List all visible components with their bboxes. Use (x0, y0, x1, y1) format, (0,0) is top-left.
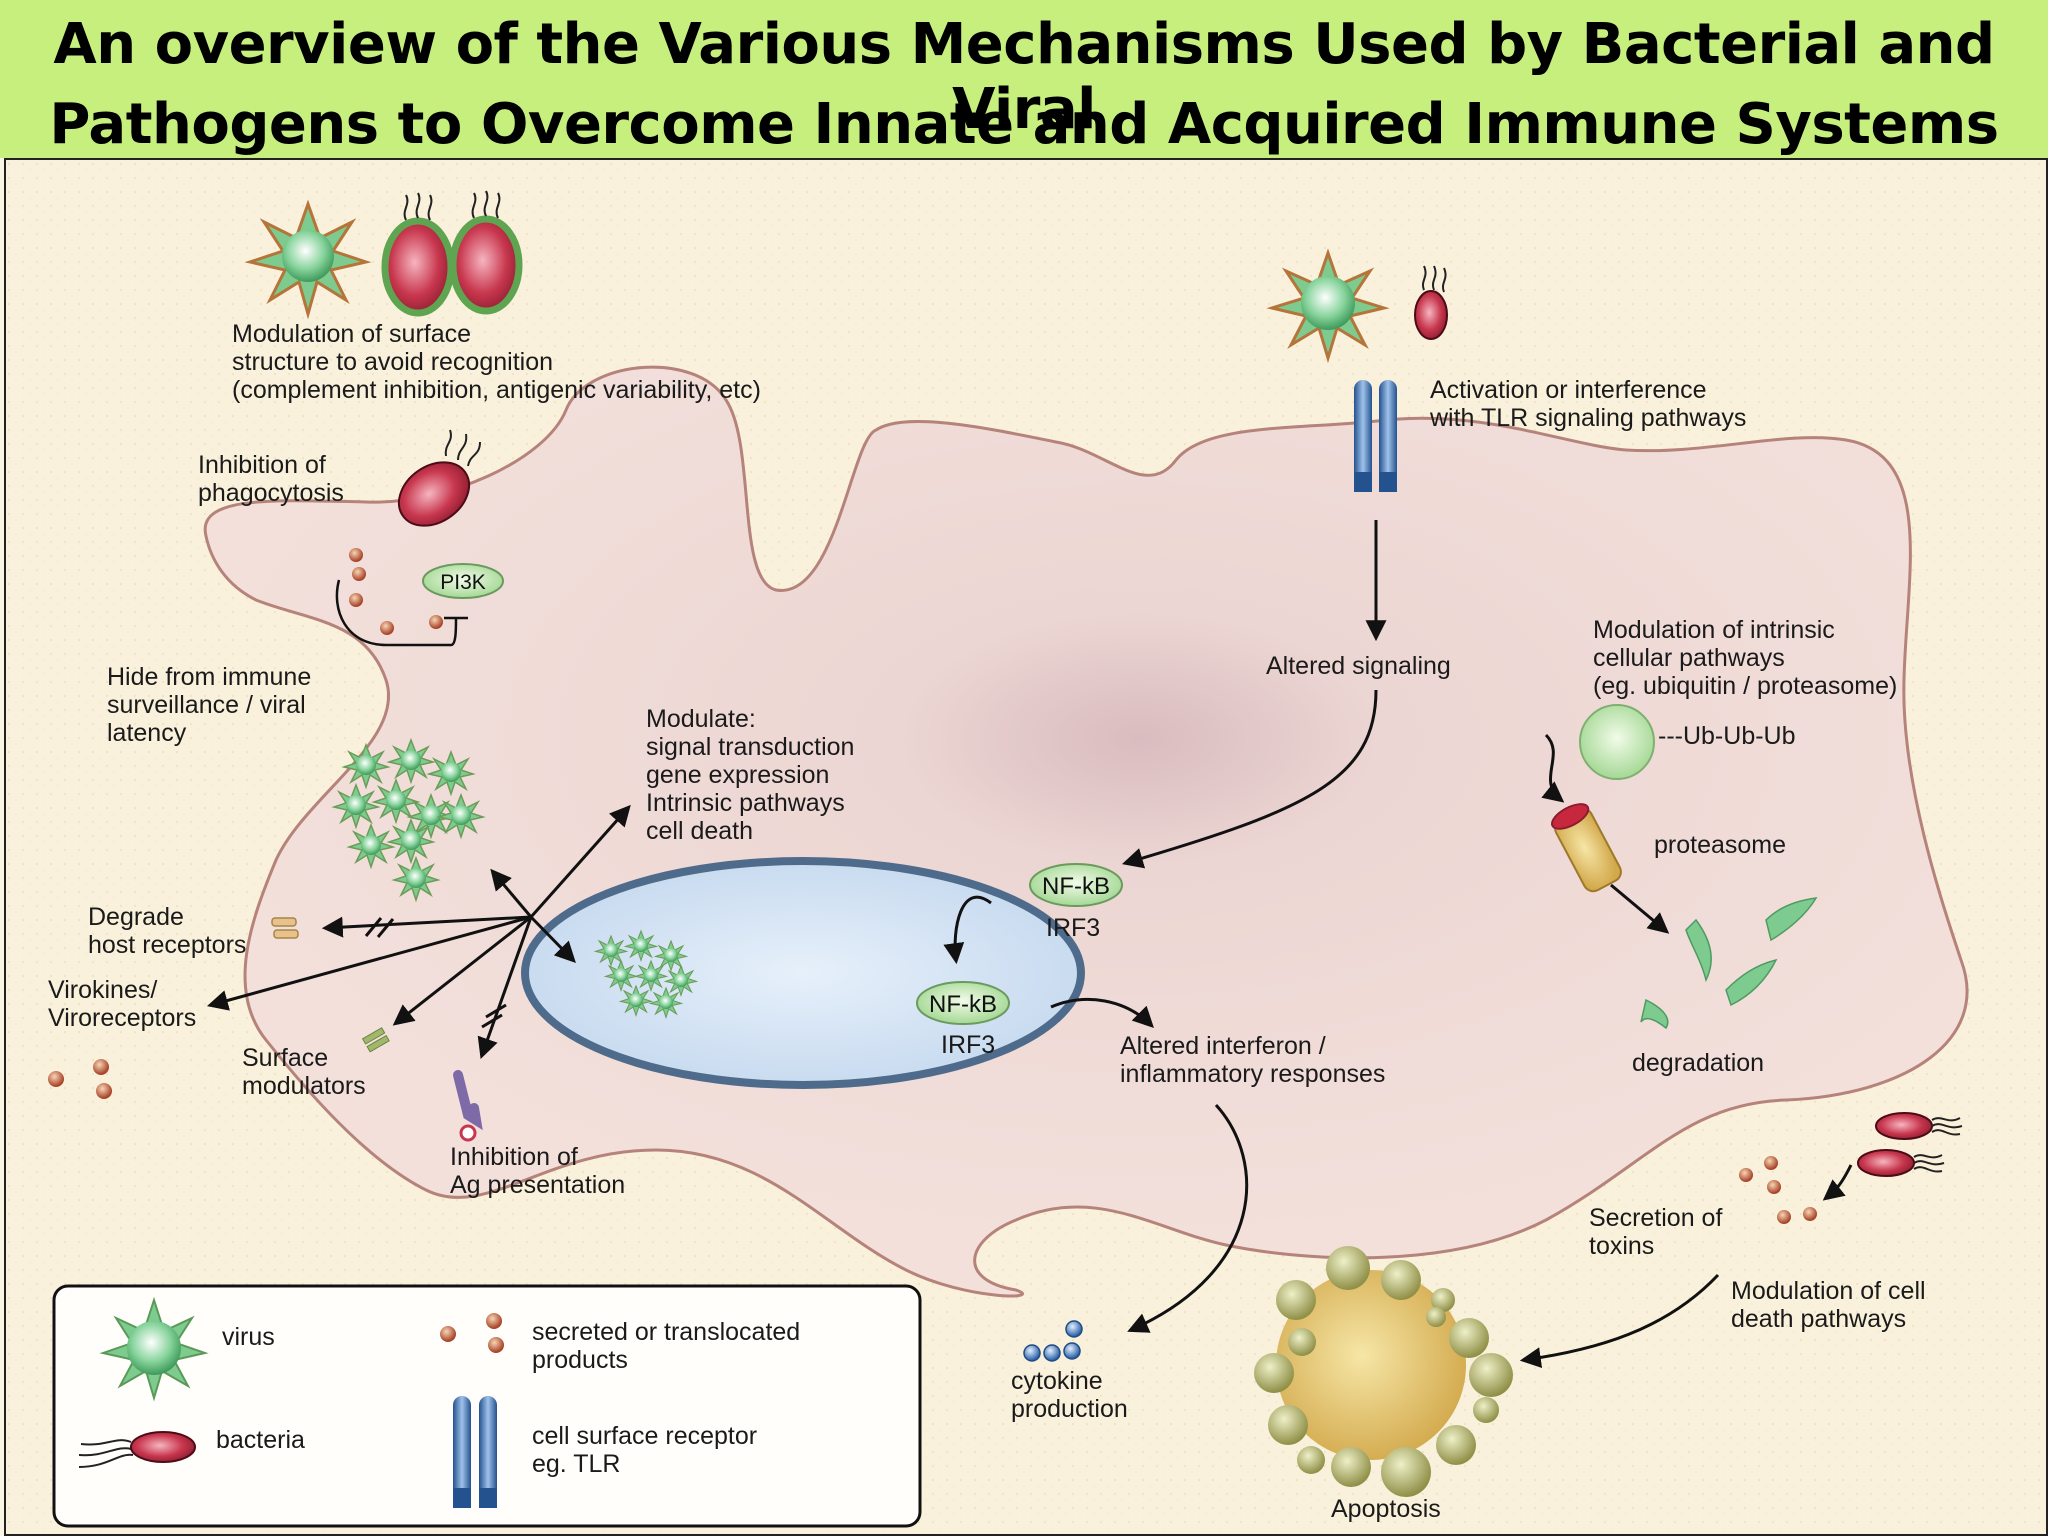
degradation-fragments-icon (1640, 897, 1818, 1030)
cell-death-label-2: death pathways (1731, 1305, 1906, 1333)
modulate-label-2: signal transduction (646, 733, 854, 761)
legend-virus-label: virus (222, 1323, 275, 1351)
interferon-label-1: Altered interferon / (1120, 1032, 1326, 1060)
phagocytosis-label-1: Inhibition of (198, 451, 326, 479)
modulate-label-1: Modulate: (646, 705, 756, 733)
toxin-arrow (1822, 1164, 1853, 1201)
nfkb-top-label: NF-kB (1042, 873, 1110, 900)
degradation-label: degradation (1632, 1049, 1764, 1077)
title-line-2: Pathogens to Overcome Innate and Acquire… (49, 92, 1999, 157)
apoptotic-cell-icon (1254, 1246, 1513, 1497)
proteasome-icon (1551, 803, 1622, 893)
virokine-products-icon (48, 1059, 112, 1099)
tlr-receptor-icon (1354, 380, 1397, 492)
proteasome-label: proteasome (1654, 831, 1786, 859)
pi3k-label: PI3K (440, 571, 486, 594)
phagocytosis-label-2: phagocytosis (198, 479, 344, 507)
legend-products-icon (440, 1313, 504, 1353)
irf3-nucleus-label: IRF3 (941, 1031, 995, 1059)
surface-modulation-label-3: (complement inhibition, antigenic variab… (232, 376, 761, 404)
diagram-panel: Modulation of surface structure to avoid… (4, 158, 2048, 1536)
legend-secreted-label-1: secreted or translocated (532, 1318, 800, 1346)
surface-virus-icon (244, 199, 372, 320)
legend-virus-icon (99, 1296, 209, 1402)
modulate-label-4: Intrinsic pathways (646, 789, 845, 817)
nfkb-cytoplasmic-node (1029, 863, 1123, 907)
apoptosis-arrow (1519, 1273, 1720, 1369)
ubiquitin-arrow (1541, 733, 1565, 803)
legend-receptor-label-1: cell surface receptor (532, 1422, 757, 1450)
virokines-label-1: Virokines/ (48, 976, 157, 1004)
mechanism-diagram: Modulation of surface structure to avoid… (6, 160, 2046, 1534)
mhc-molecule-icon (453, 1070, 483, 1142)
tlr-bacteria-icon (1414, 265, 1448, 340)
toxins-label-1: Secretion of (1589, 1204, 1722, 1232)
modulate-label-5: cell death (646, 817, 753, 845)
degrade-label-1: Degrade (88, 903, 184, 931)
virokines-label-2: Viroreceptors (48, 1004, 196, 1032)
mechanism-arrows (206, 804, 631, 1059)
nfkb-nucleus-label: NF-kB (929, 991, 997, 1018)
legend-receptor-label-2: eg. TLR (532, 1450, 620, 1478)
legend-receptor-icon (453, 1396, 497, 1508)
tlr-virus-icon (1266, 248, 1390, 364)
cytokine-arrow (1127, 1103, 1249, 1333)
legend-bacteria-label: bacteria (216, 1426, 305, 1454)
tlr-label-1: Activation or interference (1430, 376, 1707, 404)
surface-modulation-label-2: structure to avoid recognition (232, 348, 553, 376)
intrinsic-label-2: cellular pathways (1593, 644, 1785, 672)
toxin-products-icon (1739, 1156, 1817, 1224)
title-banner: An overview of the Various Mechanisms Us… (0, 0, 2048, 158)
phagocytosis-bacteria-icon (397, 429, 481, 527)
surface-modulator-icon (361, 1027, 390, 1053)
interferon-label-2: inflammatory responses (1120, 1060, 1385, 1088)
hide-label-3: latency (107, 719, 187, 747)
substrate-protein-icon (1579, 704, 1655, 780)
pi3k-node (422, 563, 504, 599)
proteasome-arrow (1610, 883, 1670, 934)
surface-modulators-label-2: modulators (242, 1072, 366, 1100)
cytokine-label-1: cytokine (1011, 1367, 1103, 1395)
tlr-label-2: with TLR signaling pathways (1429, 404, 1746, 432)
signaling-to-nfkb-arrow (1121, 689, 1378, 869)
cytokine-label-2: production (1011, 1395, 1128, 1423)
legend-bacteria-icon (78, 1431, 196, 1468)
apoptosis-label: Apoptosis (1331, 1495, 1441, 1523)
nuclear-translocation-arrow (943, 895, 992, 965)
altered-signaling-label: Altered signaling (1266, 652, 1451, 680)
hide-label-2: surveillance / viral (107, 691, 306, 719)
hide-label-1: Hide from immune (107, 663, 311, 691)
intrinsic-label-1: Modulation of intrinsic (1593, 616, 1835, 644)
modulate-label-3: gene expression (646, 761, 829, 789)
irf3-top-label: IRF3 (1046, 914, 1100, 942)
toxins-label-2: toxins (1589, 1232, 1654, 1260)
surface-modulation-label-1: Modulation of surface (232, 320, 471, 348)
interferon-arrow (1050, 997, 1154, 1028)
degraded-receptor-icon (271, 917, 299, 939)
ubiquitin-label: ---Ub-Ub-Ub (1658, 722, 1796, 750)
phagocytosis-products-icon (349, 548, 443, 635)
title-line-1: An overview of the Various Mechanisms Us… (53, 12, 1995, 142)
surface-bacteria-icon-2 (449, 190, 523, 315)
toxin-bacteria-icon-1 (1875, 1112, 1963, 1140)
surface-modulators-label-1: Surface (242, 1044, 328, 1072)
toxin-bacteria-icon-2 (1857, 1149, 1945, 1177)
nuclear-virus-cluster (593, 929, 699, 1020)
intrinsic-label-3: (eg. ubiquitin / proteasome) (1593, 672, 1897, 700)
latent-virus-cluster (331, 737, 486, 903)
ag-presentation-label-1: Inhibition of (450, 1143, 578, 1171)
pi3k-inhibition-line (335, 579, 468, 647)
legend-secreted-label-2: products (532, 1346, 628, 1374)
cell-death-label-1: Modulation of cell (1731, 1277, 1926, 1305)
nfkb-nuclear-node (916, 981, 1010, 1025)
cytokine-icon (1023, 1320, 1083, 1362)
degrade-label-2: host receptors (88, 931, 246, 959)
ag-presentation-label-2: Ag presentation (450, 1171, 625, 1199)
nucleus (521, 857, 1085, 1089)
